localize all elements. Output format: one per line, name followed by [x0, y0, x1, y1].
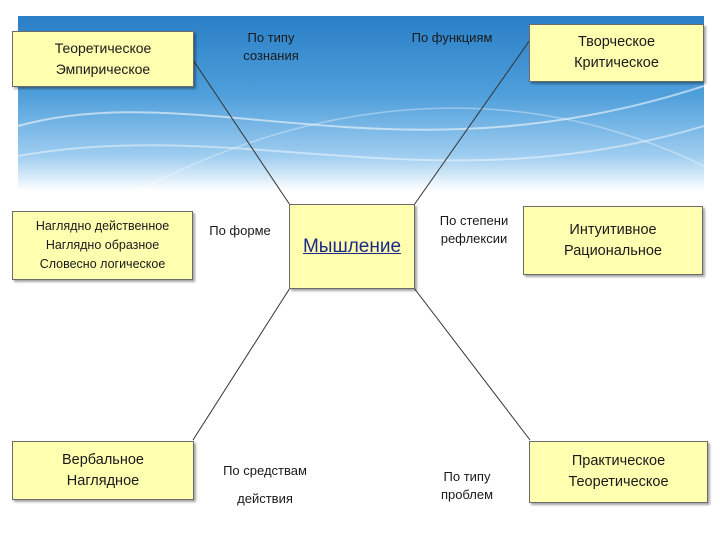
box-practical-theoretical: Практическое Теоретическое [529, 441, 708, 503]
box-visual-verbal-types: Наглядно действенное Наглядно образное С… [12, 211, 193, 280]
box-line: Критическое [574, 55, 659, 71]
connector-bottom-left [192, 287, 291, 441]
box-creative-critical: Творческое Критическое [529, 24, 704, 82]
label-line: проблем [440, 487, 494, 502]
label-line: По степени [439, 213, 509, 228]
box-line: Эмпирическое [55, 61, 151, 77]
label-line: рефлексии [440, 231, 508, 246]
box-line: Наглядно действенное [35, 219, 170, 233]
box-line: Наглядно образное [45, 238, 160, 252]
label-line: По функциям [411, 30, 493, 45]
box-line: Наглядное [66, 472, 140, 489]
label-line: По форме [209, 223, 271, 238]
label-line: По типу [247, 30, 295, 45]
box-line: Практическое [571, 453, 666, 469]
box-line: Вербальное [62, 451, 144, 468]
label-line: По средствам [223, 463, 307, 478]
header-wave-decoration [17, 85, 705, 192]
label-line: действия [237, 491, 293, 506]
label-by-means: По средствам действия [210, 457, 320, 513]
label-line: По типу [443, 469, 491, 484]
label-by-problems: По типу проблем [424, 468, 510, 504]
center-title: Мышление [302, 235, 402, 257]
box-line: Рациональное [564, 242, 662, 259]
box-line: Теоретическое [54, 40, 152, 56]
box-line: Творческое [577, 34, 656, 50]
connector-top-left [192, 59, 291, 206]
label-by-consciousness: По типу сознания [228, 29, 314, 65]
label-line: сознания [243, 48, 299, 63]
center-box: Мышление [289, 204, 415, 289]
box-line: Словесно логическое [39, 257, 166, 271]
connector-bottom-right [413, 287, 531, 441]
box-theoretical-empirical: Теоретическое Эмпирическое [12, 31, 194, 87]
box-intuitive-rational: Интуитивное Рациональное [523, 206, 703, 275]
connector-top-right [413, 39, 531, 206]
label-by-form: По форме [200, 222, 280, 240]
label-by-function: По функциям [396, 29, 508, 47]
box-line: Интуитивное [569, 221, 657, 238]
box-verbal-visual: Вербальное Наглядное [12, 441, 194, 500]
label-by-reflection: По степени рефлексии [428, 212, 520, 248]
box-line: Теоретическое [568, 474, 669, 490]
